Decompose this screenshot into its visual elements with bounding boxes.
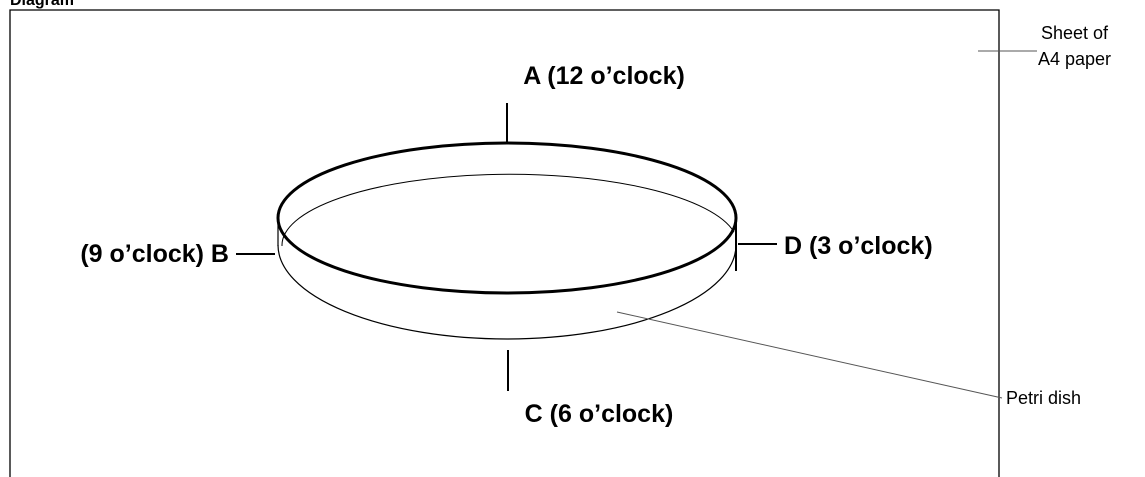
petri-dish: [276, 141, 738, 340]
paper-callout-label: Sheet of A4 paper: [1038, 23, 1113, 69]
label-d-3-oclock: D (3 o’clock): [784, 232, 933, 260]
petri-dish-lower-rim: [277, 244, 737, 340]
paper-callout-line2: A4 paper: [1038, 49, 1111, 69]
paper-callout-line1: Sheet of: [1041, 23, 1109, 43]
dish-callout-label: Petri dish: [1006, 388, 1081, 408]
label-c-6-oclock: C (6 o’clock): [525, 400, 674, 428]
petri-dish-top-rim: [276, 141, 738, 295]
label-b-9-oclock: (9 o’clock) B: [80, 240, 229, 268]
petri-dish-inner-edge: [281, 173, 735, 247]
diagram-heading: Diagram: [10, 0, 74, 9]
label-a-12-oclock: A (12 o’clock): [523, 62, 685, 90]
a4-paper-sheet: [9, 9, 1000, 477]
dish-callout-line: [616, 311, 1003, 399]
